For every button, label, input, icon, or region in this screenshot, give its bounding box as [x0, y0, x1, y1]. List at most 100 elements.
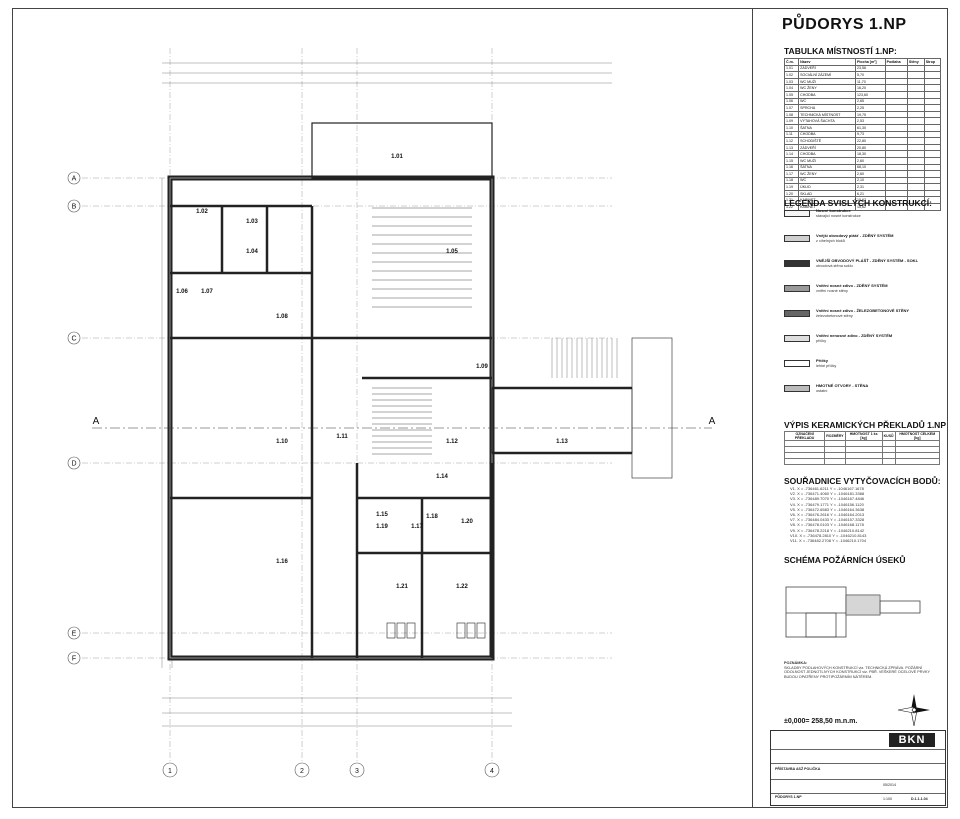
table-cell: [844, 458, 883, 465]
ramp: [631, 337, 673, 479]
table-cell: [884, 64, 908, 73]
coord-row: V4. X = -736479.1771 Y = -1046156.1120: [790, 501, 864, 507]
table-cell: 1.02: [783, 71, 800, 79]
table-cell: 2,65: [855, 97, 886, 106]
table-cell: [884, 123, 908, 132]
table-cell: [884, 183, 908, 191]
room-table-header: Název: [798, 58, 857, 66]
coord-row: V11. X = -736482.2708 Y = -1046210.1704: [790, 538, 867, 544]
table-cell: [906, 130, 925, 139]
table-cell: 1.20: [783, 189, 800, 198]
table-cell: [783, 458, 826, 465]
room-label: 1.12: [446, 439, 458, 445]
table-cell: 16,20: [855, 84, 886, 92]
table-cell: 2,25: [855, 104, 886, 112]
table-cell: [906, 104, 925, 112]
table-cell: 2,31: [855, 183, 886, 191]
table-cell: [923, 130, 942, 139]
table-cell: [884, 203, 908, 211]
desk: [476, 622, 486, 639]
table-cell: [884, 117, 908, 125]
table-cell: [884, 163, 908, 172]
legend-desc: vnitřní nosné stěny: [816, 288, 848, 293]
grid-bubble: [67, 199, 81, 213]
table-cell: 2,60: [855, 170, 886, 178]
coord-row: V3. X = -736489.7070 Y = -1046167.4846: [790, 496, 865, 502]
table-cell: ŠATNA: [798, 163, 857, 172]
table-row: [783, 458, 941, 465]
lintel-header: OZNAČENÍ PŘEKLADU: [783, 431, 826, 441]
room-label: 1.01: [391, 154, 403, 160]
project-name: PŘÍSTAVBA ASŽ POLIČKA: [775, 767, 821, 771]
legend-swatch: [784, 310, 810, 317]
table-cell: [884, 170, 908, 178]
table-cell: 1.14: [783, 150, 800, 158]
legend-desc: příčky: [816, 338, 827, 343]
table-cell: [906, 189, 925, 198]
north-arrow-icon: [897, 694, 930, 727]
table-cell: 68,10: [855, 163, 886, 172]
legend-swatch: [784, 385, 810, 392]
table-cell: [923, 189, 942, 198]
table-cell: [906, 183, 925, 191]
lintels-heading: VÝPIS KERAMICKÝCH PŘEKLADŮ 1.NP: [784, 420, 946, 430]
table-cell: [884, 90, 908, 99]
legend-name: Nosné konstrukce: [816, 208, 851, 213]
outer-wall-core: [169, 177, 493, 659]
table-cell: WC: [798, 97, 857, 106]
fire-scheme-heading: SCHÉMA POŽÁRNÍCH ÚSEKŮ: [784, 555, 906, 565]
table-cell: 1.07: [783, 104, 800, 112]
table-cell: 20,80: [855, 143, 886, 152]
grid-col-label: 2: [300, 768, 304, 775]
grid-bubble: [67, 331, 81, 345]
coord-row: V10. X = -736478.2810 Y = -1046210.8143: [790, 532, 867, 538]
table-cell: [923, 156, 942, 165]
lintel-header: KUSŮ: [881, 431, 896, 441]
table-cell: [923, 104, 942, 112]
table-cell: [906, 71, 925, 79]
room-table-header: Podlaha: [884, 58, 908, 66]
table-cell: 1.16: [783, 163, 800, 172]
table-cell: 18,30: [855, 150, 886, 158]
table-cell: ÚKLID: [798, 183, 857, 191]
table-cell: [906, 170, 925, 178]
table-cell: [906, 90, 925, 99]
table-cell: [906, 77, 925, 86]
room-table-heading: TABULKA MÍSTNOSTÍ 1.NP:: [784, 46, 897, 56]
table-cell: ZÁDVEŘÍ: [798, 64, 857, 73]
legend-name: Vnitřní nosné zdivo - ŽELEZOBETONOVÉ STĚ…: [816, 308, 910, 313]
table-cell: 2,10: [855, 176, 886, 185]
table-cell: [884, 130, 908, 139]
table-cell: 1.10: [783, 123, 800, 132]
table-cell: ZÁDVEŘÍ: [798, 143, 857, 152]
coord-row: V1. X = -736461.6211 Y = -1046167.1678: [790, 486, 864, 491]
coord-row: V2. X = -736471.4060 Y = -1046181.3368: [790, 491, 865, 497]
table-cell: [906, 143, 925, 152]
table-cell: [923, 90, 942, 99]
room-label: 1.06: [176, 289, 188, 295]
table-cell: 5,70: [855, 71, 886, 79]
desk: [456, 622, 466, 639]
room-label: 1.18: [426, 514, 438, 520]
drawing-scale: 1:100: [883, 797, 892, 801]
room-label: 1.09: [476, 364, 488, 370]
table-cell: 61,30: [855, 123, 886, 132]
grid-row-label: A: [72, 176, 77, 183]
room-table-header: Č.m.: [783, 58, 800, 66]
grid-col-label: 3: [355, 768, 359, 775]
desk: [466, 622, 476, 639]
room-label: 1.04: [246, 249, 258, 255]
